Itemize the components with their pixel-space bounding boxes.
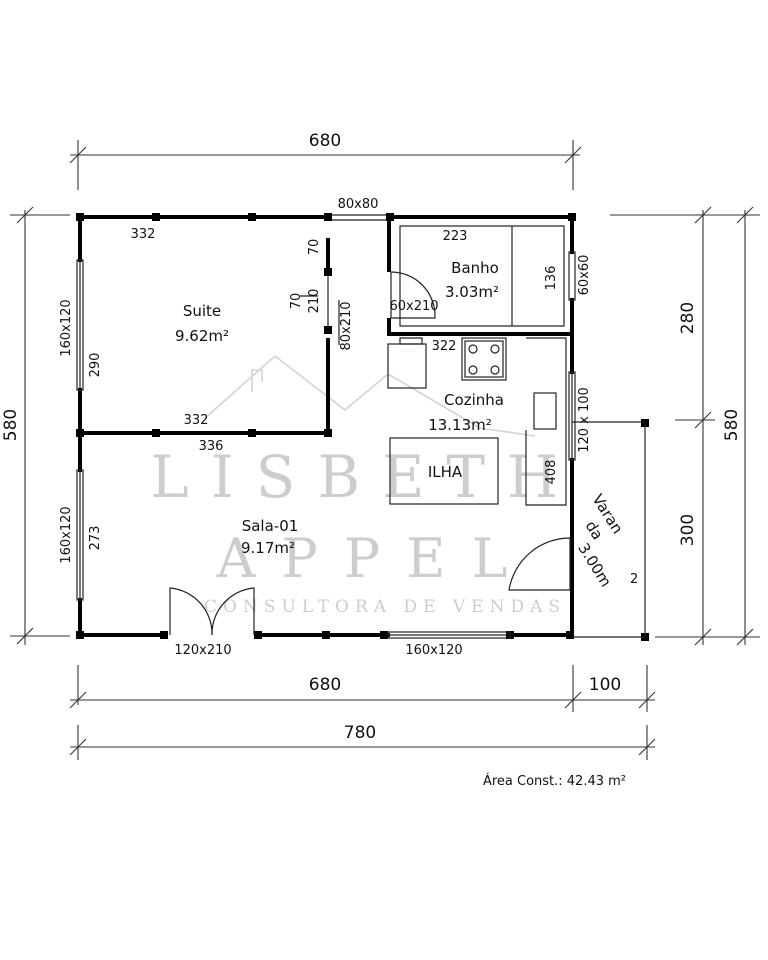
label-suite-window: 160x120 [59,299,74,356]
room-varanda-line4: 2 [630,572,638,587]
label-suite-door-frac-bottom: 210 [307,289,322,314]
stove [461,337,507,381]
sink [533,392,557,430]
room-cozinha-name: Cozinha [444,391,504,409]
window-bath-side [568,251,576,301]
fridge [387,343,427,389]
island [389,437,499,505]
dim-bottom-total: 780 [344,723,376,743]
bathroom-fixtures [390,225,565,327]
kitchen-counter [525,337,567,506]
room-suite-name: Suite [183,302,221,320]
label-bath-window-side: 60x60 [577,255,592,296]
label-bath-window-top: 80x80 [338,197,379,212]
bath-door-swing [390,271,436,319]
watermark-line1: LISBETH [150,443,579,511]
walls [78,214,574,637]
windows [76,251,576,639]
kitchen-fixtures [387,337,567,506]
suite-doors [300,276,340,345]
label-sala-top-wall: 336 [199,439,224,454]
label-kitchen-window: 120 x 100 [577,387,592,453]
label-sala-height: 273 [88,526,103,551]
watermark-line2: APPEL [216,527,534,590]
label-sala-window: 160x120 [59,506,74,563]
label-sala-bottom-window: 160x120 [405,643,462,658]
watermark-house-icon [204,354,536,437]
room-banho-name: Banho [451,259,499,277]
dim-bottom-main: 680 [309,675,341,695]
label-entrance-door: 120x210 [174,643,231,658]
room-suite-area: 9.62m² [175,327,229,345]
label-kitchen-counter-len: 408 [544,460,559,485]
room-varanda-line3: 3.00m [574,540,615,590]
label-closet-gap: 70 [307,239,322,256]
dimension-lines [10,140,760,760]
veranda-door-swing [508,537,571,591]
label-suite-height: 290 [88,353,103,378]
label-bath-width: 223 [443,229,468,244]
room-cozinha-area: 13.13m² [428,416,492,434]
veranda [508,421,646,638]
room-banho-area: 3.03m² [445,283,499,301]
area-const-label: Área Const.: 42.43 m² [483,773,626,789]
label-suite-door-frac-top: 70 [289,293,304,310]
watermark: LISBETH APPEL CONSULTORA DE VENDAS [150,354,579,617]
dim-left-total: 580 [1,409,21,441]
label-kitchen-counter: 322 [432,339,457,354]
room-sala-name: Sala-01 [242,517,299,535]
dim-right-total: 580 [722,409,742,441]
label-suite-bottom-wall: 332 [184,413,209,428]
dim-right-lower: 300 [678,514,698,546]
dim-bottom-veranda: 100 [589,675,621,695]
label-bath-door: 60x210 [389,299,438,314]
dim-right-upper: 280 [678,302,698,334]
entrance-door [169,587,255,636]
label-suite-door: 80x210 [339,301,354,350]
watermark-line3: CONSULTORA DE VENDAS [204,597,566,617]
room-ilha-name: ILHA [428,463,463,481]
dim-top-total: 680 [309,131,341,151]
label-bath-height: 136 [544,266,559,291]
room-sala-area: 9.17m² [241,539,295,557]
label-suite-top-wall: 332 [131,227,156,242]
